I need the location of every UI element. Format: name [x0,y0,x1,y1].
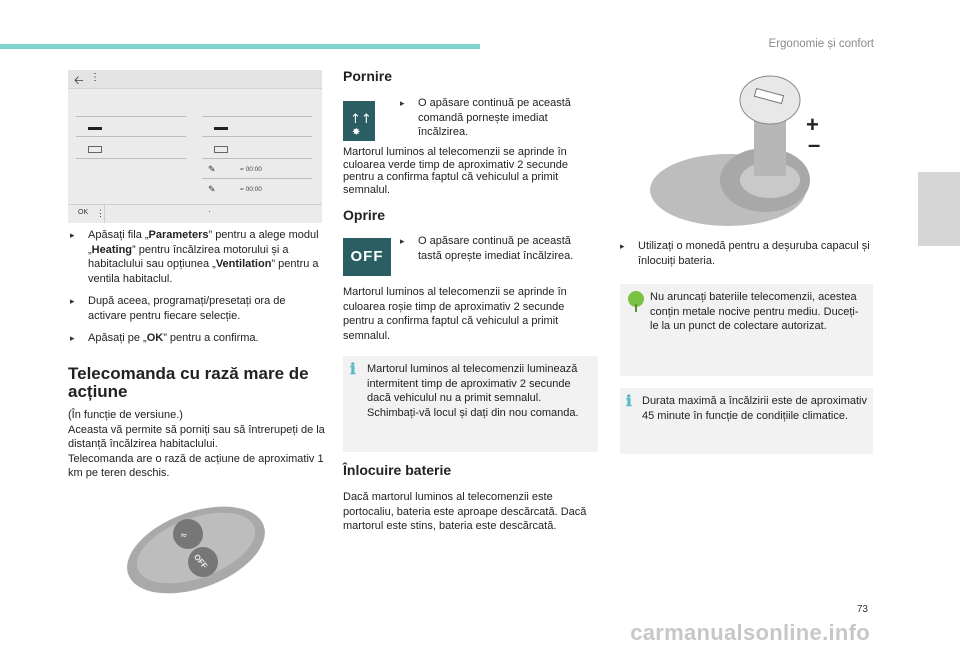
minus-sign: – [808,132,821,157]
back-arrow-icon: 🡠 [74,73,84,87]
bullet-arrow-icon: ▸ [70,333,75,343]
divider [202,178,312,179]
bullet-arrow-icon: ▸ [400,236,405,246]
touchscreen-illustration: 🡠 ⋮ ✎ = 00:00 ✎ = 00:00 OK ⋮ · [68,70,322,223]
watermark: carmanualsonline.info [630,620,870,645]
divider [202,158,312,159]
screen-top-bar: 🡠 ⋮ [68,70,322,89]
info-icon: ℹ [350,361,356,378]
time-value: = 00:00 [240,166,262,173]
divider [104,205,105,223]
menu-dots-icon: ⋮ [90,72,100,83]
heating-start-icon: ↑↑✸ [343,101,375,141]
pencil-icon: ✎ [208,164,216,174]
battery-cap-stem [754,120,786,176]
bullet-parameters: ▸ Apăsați fila „Parameters” pentru a ale… [70,229,319,285]
info-text: Martorul luminos al telecomenzii luminea… [367,363,579,419]
page-number: 73 [856,604,868,615]
bullet-confirm: ▸ Apăsați pe „OK” pentru a confirma. [70,332,259,344]
coin-slot [753,87,785,105]
duration-text: Durata maximă a încălzirii este de aprox… [642,395,867,422]
off-button-icon: OFF [343,238,391,276]
remote-control-illustration: ≈ OFF [127,506,265,594]
chapter-tab [918,172,960,246]
off-button [188,547,218,577]
rectangle-icon [88,146,102,153]
header-accent-bar [0,44,480,49]
heat-icon: ≈ [180,531,188,541]
info-box-signal: ℹ Martorul luminos al telecomenzii lumin… [343,356,598,452]
divider [202,116,312,117]
info-box-duration: ℹ Durata maximă a încălzirii este de apr… [620,388,873,454]
time-value: = 00:00 [240,186,262,193]
heating-button [173,519,203,549]
pornire-bullet: ▸ O apăsare continuă pe această comandă … [400,97,571,138]
bullet-arrow-icon: ▸ [70,296,75,306]
divider [76,136,186,137]
rectangle-icon [214,146,228,153]
pencil-icon: ✎ [208,184,216,194]
battery-replacement-illustration [650,75,810,226]
pornire-text: Martorul luminos al telecomenzii se apri… [343,146,569,196]
remote-description: (În funcție de versiune.) Aceasta vă per… [68,409,325,479]
chapter-number: 3 [892,174,920,230]
eco-box: Nu aruncați bateriile telecomenzii, aces… [620,284,873,376]
battery-title: Înlocuire baterie [343,462,452,478]
battery-text: Dacă martorul luminos al telecomenzii es… [343,491,587,532]
coin-bullet: ▸ Utilizați o monedă pentru a deșuruba c… [620,240,870,267]
divider [202,136,312,137]
bullet-program: ▸ După aceea, programați/presetați ora d… [70,295,286,322]
chapter-title: Ergonomie și confort [768,38,874,50]
oprire-text: Martorul luminos al telecomenzii se apri… [343,286,567,342]
svg-text:↑↑: ↑↑ [350,112,372,127]
plus-sign: + [806,112,819,137]
divider [76,116,186,117]
remote-face [136,512,256,584]
menu-dots-icon: ⋮ [96,208,105,218]
oprire-bullet: ▸ O apăsare continuă pe această tastă op… [400,235,574,262]
pornire-title: Pornire [343,68,393,84]
oprire-title: Oprire [343,207,386,223]
bullet-arrow-icon: ▸ [400,98,405,108]
ok-label: OK [78,209,89,216]
bullet-arrow-icon: ▸ [70,230,75,240]
dash-icon [88,127,102,130]
dot-icon: · [208,207,211,216]
divider [76,158,186,159]
section-heading: Telecomanda cu rază mare de acțiune [68,364,309,401]
dash-icon [214,127,228,130]
screen-bottom-bar: OK ⋮ · [68,204,322,223]
bullet-arrow-icon: ▸ [620,241,625,251]
tree-icon [628,291,644,312]
eco-text: Nu aruncați bateriile telecomenzii, aces… [650,291,859,332]
svg-text:✸: ✸ [352,127,360,138]
info-icon: ℹ [626,393,632,410]
